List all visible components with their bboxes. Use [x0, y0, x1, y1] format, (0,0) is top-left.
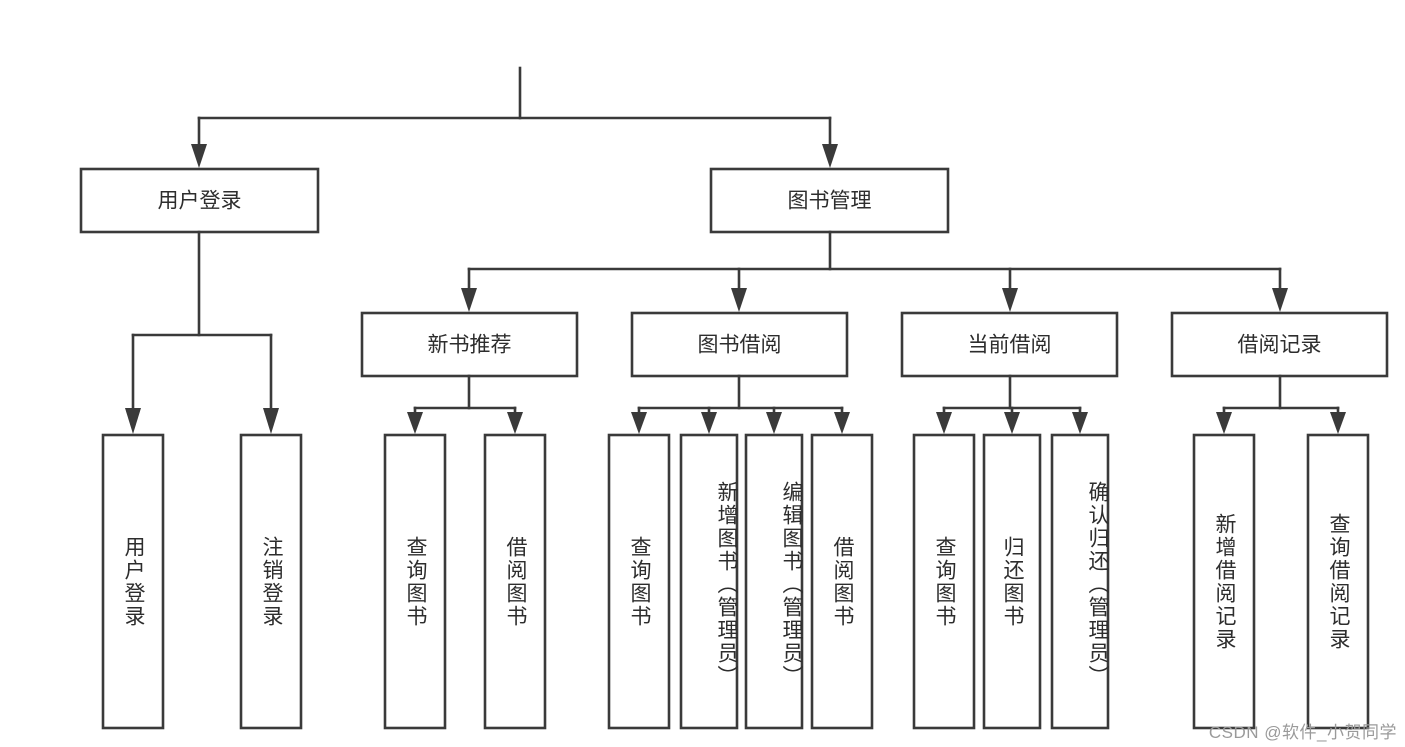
- leaf-box-borrow-record-1[interactable]: [1306, 433, 1370, 730]
- leaf-box-current-borrow-0[interactable]: [912, 433, 976, 730]
- arrow-head-icon-bookborrow-leaf-0: [631, 412, 647, 434]
- arrow-head-icon-borrow-book: [731, 288, 747, 312]
- arrow-head-icon-bookborrow-leaf-2: [766, 412, 782, 434]
- arrow-head-icon-book-mgmt: [822, 144, 838, 168]
- leaf-boxes-book-borrow: [607, 433, 874, 730]
- arrow-head-icon-bookborrow-leaf-3: [834, 412, 850, 434]
- leaf-boxes-current-borrow: [912, 433, 1110, 730]
- leaf-box-new-book-0[interactable]: [383, 433, 447, 730]
- leaf-box-book-borrow-0[interactable]: [607, 433, 671, 730]
- node-box-current-borrow[interactable]: [900, 311, 1119, 378]
- leaf-boxes-borrow-record: [1192, 433, 1370, 730]
- arrow-head-icon-newbook-leaf-1: [507, 412, 523, 434]
- connector-group-user-login-leaves: [125, 230, 279, 434]
- leaf-boxes-new-book: [383, 433, 547, 730]
- arrow-head-icon-currentborrow-leaf-2: [1072, 412, 1088, 434]
- leaf-boxes-user-login: [101, 433, 303, 730]
- arrow-head-icon-current-borrow: [1002, 288, 1018, 312]
- node-borrow-record[interactable]: 借阅记录: [1170, 311, 1389, 378]
- leaf-box-book-borrow-1[interactable]: [679, 433, 739, 730]
- leaf-box-user-login-1[interactable]: [239, 433, 303, 730]
- node-current-borrow[interactable]: 当前借阅: [900, 311, 1119, 378]
- watermark-text: CSDN @软件_小贺同学: [1208, 723, 1397, 742]
- node-book-borrow[interactable]: 图书借阅: [630, 311, 849, 378]
- arrow-head-icon-userlogin-leaf-0: [125, 408, 141, 434]
- node-book-management[interactable]: 图书管理: [709, 167, 950, 234]
- node-user-login[interactable]: 用户登录: [79, 167, 320, 234]
- connector-group-borrow-record-leaves: [1216, 374, 1346, 434]
- arrow-head-icon-currentborrow-leaf-1: [1004, 412, 1020, 434]
- arrow-head-icon-newbook-leaf-0: [407, 412, 423, 434]
- node-label-user-login: 用户登录: [158, 190, 242, 213]
- arrow-head-icon-borrowrecord-leaf-1: [1330, 412, 1346, 434]
- leaf-box-current-borrow-2[interactable]: [1050, 433, 1110, 730]
- arrow-head-icon-userlogin-leaf-1: [263, 408, 279, 434]
- node-label-book-management: 图书管理: [788, 190, 872, 213]
- node-box-user-login[interactable]: [79, 167, 320, 234]
- node-label-borrow-record: 借阅记录: [1238, 334, 1322, 357]
- arrow-head-icon-borrow-record: [1272, 288, 1288, 312]
- node-box-book-borrow[interactable]: [630, 311, 849, 378]
- node-new-book-recommend[interactable]: 新书推荐: [360, 311, 579, 378]
- leaf-box-current-borrow-1[interactable]: [982, 433, 1042, 730]
- connector-group-current-borrow-leaves: [936, 374, 1088, 434]
- node-box-borrow-record[interactable]: [1170, 311, 1389, 378]
- arrow-head-icon-new-book: [461, 288, 477, 312]
- arrow-head-icon-borrowrecord-leaf-0: [1216, 412, 1232, 434]
- connector-group-book-borrow-leaves: [631, 374, 850, 434]
- arrow-head-icon-user-login: [191, 144, 207, 168]
- connector-group-book-management: [461, 230, 1288, 312]
- leaf-box-borrow-record-0[interactable]: [1192, 433, 1256, 730]
- node-label-new-book-recommend: 新书推荐: [428, 334, 512, 357]
- node-label-current-borrow: 当前借阅: [968, 334, 1052, 357]
- arrow-head-icon-currentborrow-leaf-0: [936, 412, 952, 434]
- connector-group-new-book-leaves: [407, 374, 523, 434]
- leaf-box-user-login-0[interactable]: [101, 433, 165, 730]
- leaf-box-book-borrow-2[interactable]: [744, 433, 804, 730]
- leaf-box-book-borrow-3[interactable]: [810, 433, 874, 730]
- arrow-head-icon-bookborrow-leaf-1: [701, 412, 717, 434]
- leaf-box-new-book-1[interactable]: [483, 433, 547, 730]
- node-label-book-borrow: 图书借阅: [698, 334, 782, 357]
- connector-group-root: [191, 66, 838, 168]
